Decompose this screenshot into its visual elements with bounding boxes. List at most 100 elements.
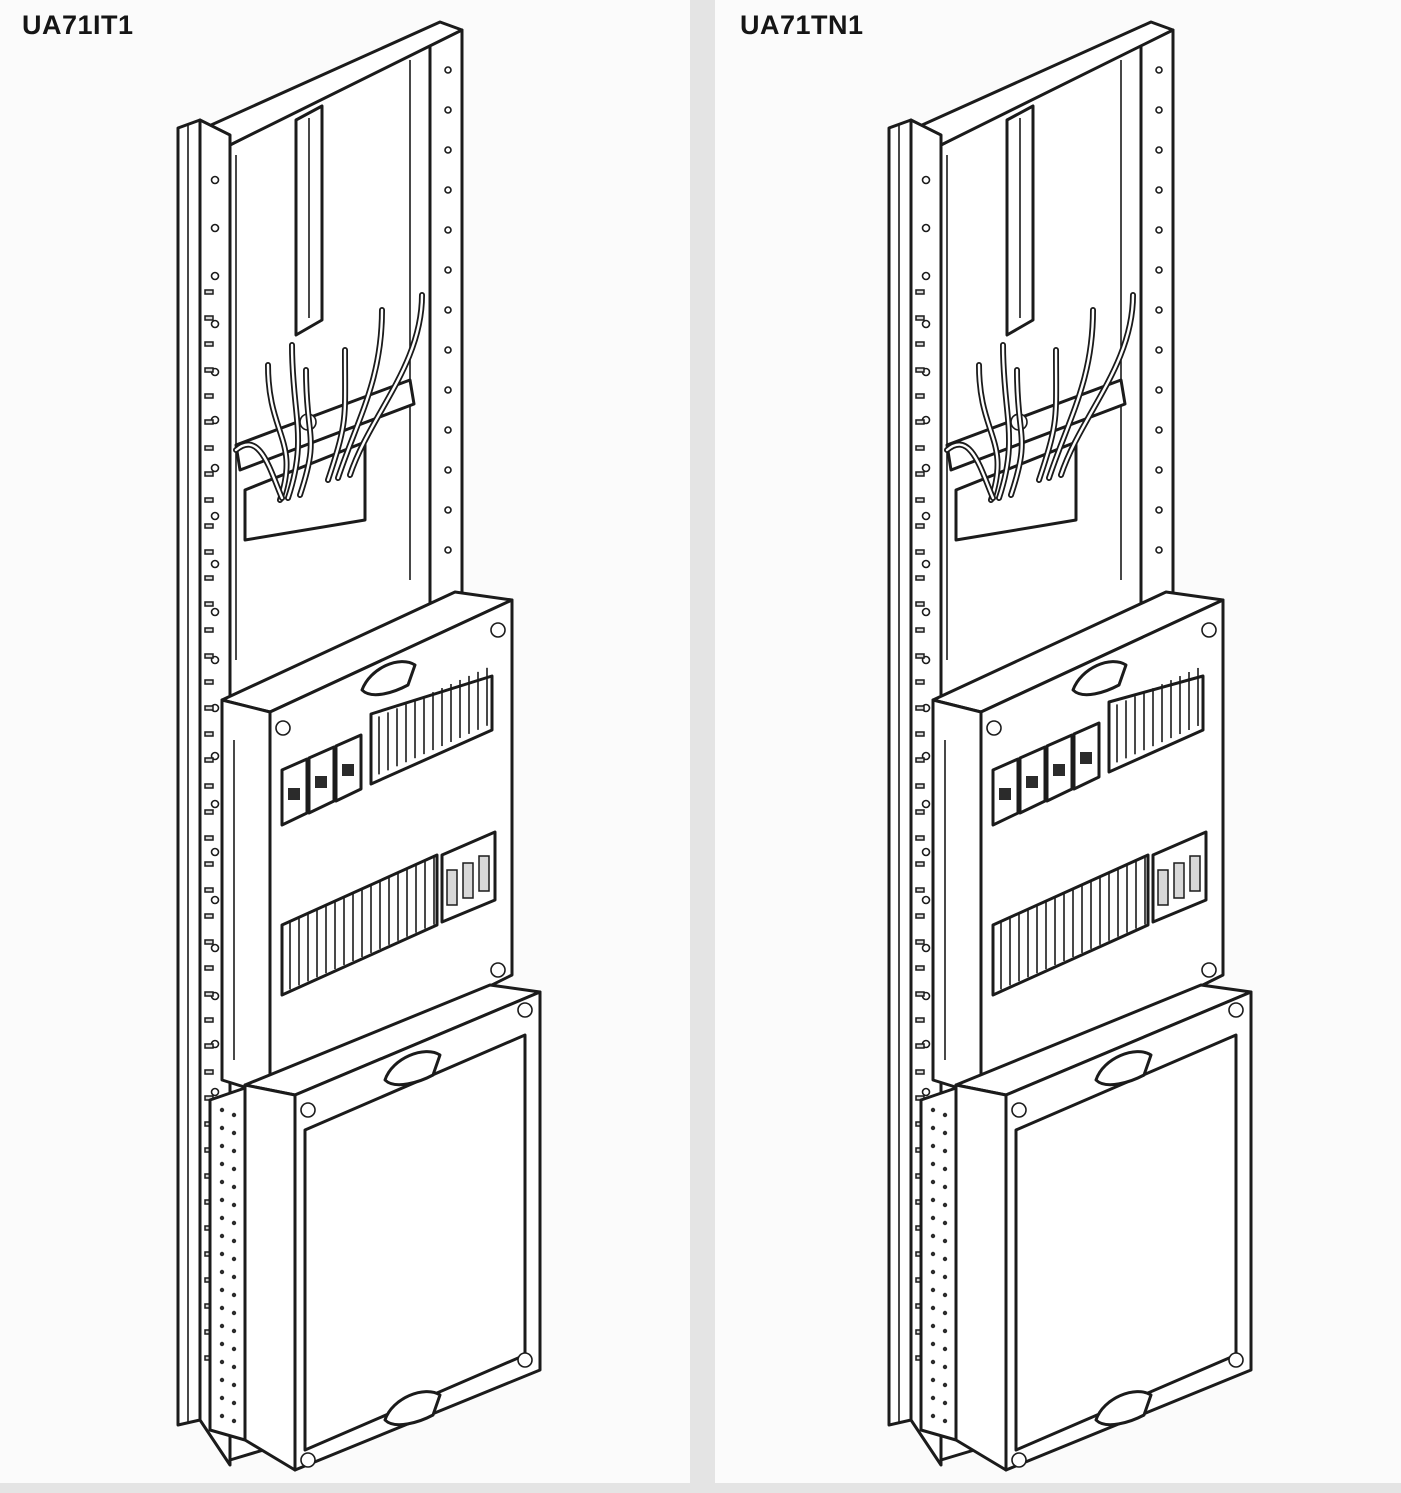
perforation: [942, 1310, 948, 1316]
corner-screw: [517, 1002, 533, 1018]
perforation: [942, 1382, 948, 1388]
rail-slot: [915, 523, 925, 529]
perforation: [930, 1161, 936, 1167]
cable-wire-core: [336, 308, 384, 480]
upper-box-handle: [360, 660, 417, 697]
side-hole: [444, 426, 452, 434]
figure-panel-left: UA71IT1: [0, 0, 690, 1483]
rail-slot: [915, 835, 925, 841]
rail-slot: [204, 419, 214, 425]
rail-slot: [915, 965, 925, 971]
perforation: [942, 1130, 948, 1136]
rail-slot: [204, 757, 214, 763]
rail-hole: [210, 607, 220, 617]
rail-slot: [204, 991, 214, 997]
upper-box-handle: [1071, 660, 1128, 697]
corner-screw: [517, 1352, 533, 1368]
perforation: [231, 1202, 237, 1208]
rail-hole: [210, 799, 220, 809]
perforation: [942, 1238, 948, 1244]
perforation: [219, 1395, 225, 1401]
rail-slot: [204, 965, 214, 971]
cabinet-drawing-right: [887, 20, 1253, 1472]
perforation: [219, 1341, 225, 1347]
rail-hole: [921, 799, 931, 809]
rail-slot: [204, 315, 214, 321]
rail-hole: [921, 943, 931, 953]
side-hole: [1155, 386, 1163, 394]
perforation: [942, 1256, 948, 1262]
cable-wire-core: [1037, 348, 1058, 482]
rail-slot: [204, 549, 214, 555]
perforation: [930, 1251, 936, 1257]
perforation: [930, 1125, 936, 1131]
perforation: [930, 1377, 936, 1383]
left-rail-outer: [887, 118, 913, 1427]
figure-panel-right: UA71TN1: [715, 0, 1401, 1483]
rail-hole: [210, 223, 220, 233]
perforation: [942, 1400, 948, 1406]
perforation: [942, 1166, 948, 1172]
perforation: [942, 1364, 948, 1370]
rail-hole: [921, 463, 931, 473]
side-hole: [1155, 266, 1163, 274]
corner-screw: [490, 622, 506, 638]
perforation: [219, 1269, 225, 1275]
fuse-holder: [1189, 855, 1201, 892]
perforation: [219, 1287, 225, 1293]
rail-slot: [204, 497, 214, 503]
corner-screw: [1228, 1352, 1244, 1368]
rail-slot: [915, 1043, 925, 1049]
upper-box-side: [220, 698, 272, 1097]
side-hole: [1155, 66, 1163, 74]
side-hole: [1155, 306, 1163, 314]
rail-slot: [204, 913, 214, 919]
perforation: [231, 1382, 237, 1388]
perforation: [219, 1377, 225, 1383]
perforation: [930, 1395, 936, 1401]
rail-slot: [915, 575, 925, 581]
corner-screw: [986, 720, 1002, 736]
perforation: [231, 1256, 237, 1262]
perforation: [219, 1323, 225, 1329]
perforation: [942, 1274, 948, 1280]
perforation: [219, 1197, 225, 1203]
side-hole: [444, 226, 452, 234]
side-hole: [444, 306, 452, 314]
rail-hole: [210, 463, 220, 473]
rail-slot: [204, 653, 214, 659]
perforation: [930, 1413, 936, 1419]
cable-wire-core: [266, 363, 288, 502]
rail-hole: [921, 175, 931, 185]
perforation: [219, 1233, 225, 1239]
perforation: [930, 1233, 936, 1239]
rail-slot: [204, 1069, 214, 1075]
rail-slot: [204, 835, 214, 841]
rail-slot: [915, 861, 925, 867]
figure-label-right: UA71TN1: [740, 10, 864, 40]
rail-slot: [915, 653, 925, 659]
rail-slot: [204, 471, 214, 477]
cable-wire-core: [1047, 308, 1095, 480]
perforation: [930, 1107, 936, 1113]
rail-slot: [915, 913, 925, 919]
rail-slot: [915, 887, 925, 893]
rail-slot: [204, 523, 214, 529]
perforation: [930, 1341, 936, 1347]
perforation: [219, 1161, 225, 1167]
cable-wire-core: [298, 368, 312, 497]
perforated-plate: [919, 1086, 958, 1442]
breaker-toggle: [288, 788, 300, 800]
side-hole: [1155, 226, 1163, 234]
perforation: [231, 1148, 237, 1154]
perforation: [219, 1215, 225, 1221]
rail-slot: [915, 991, 925, 997]
rail-slot: [204, 1043, 214, 1049]
rail-slot: [915, 705, 925, 711]
rail-slot: [204, 575, 214, 581]
perforation: [930, 1305, 936, 1311]
rail-slot: [915, 393, 925, 399]
left-rail-outer: [176, 118, 202, 1427]
side-hole: [444, 386, 452, 394]
